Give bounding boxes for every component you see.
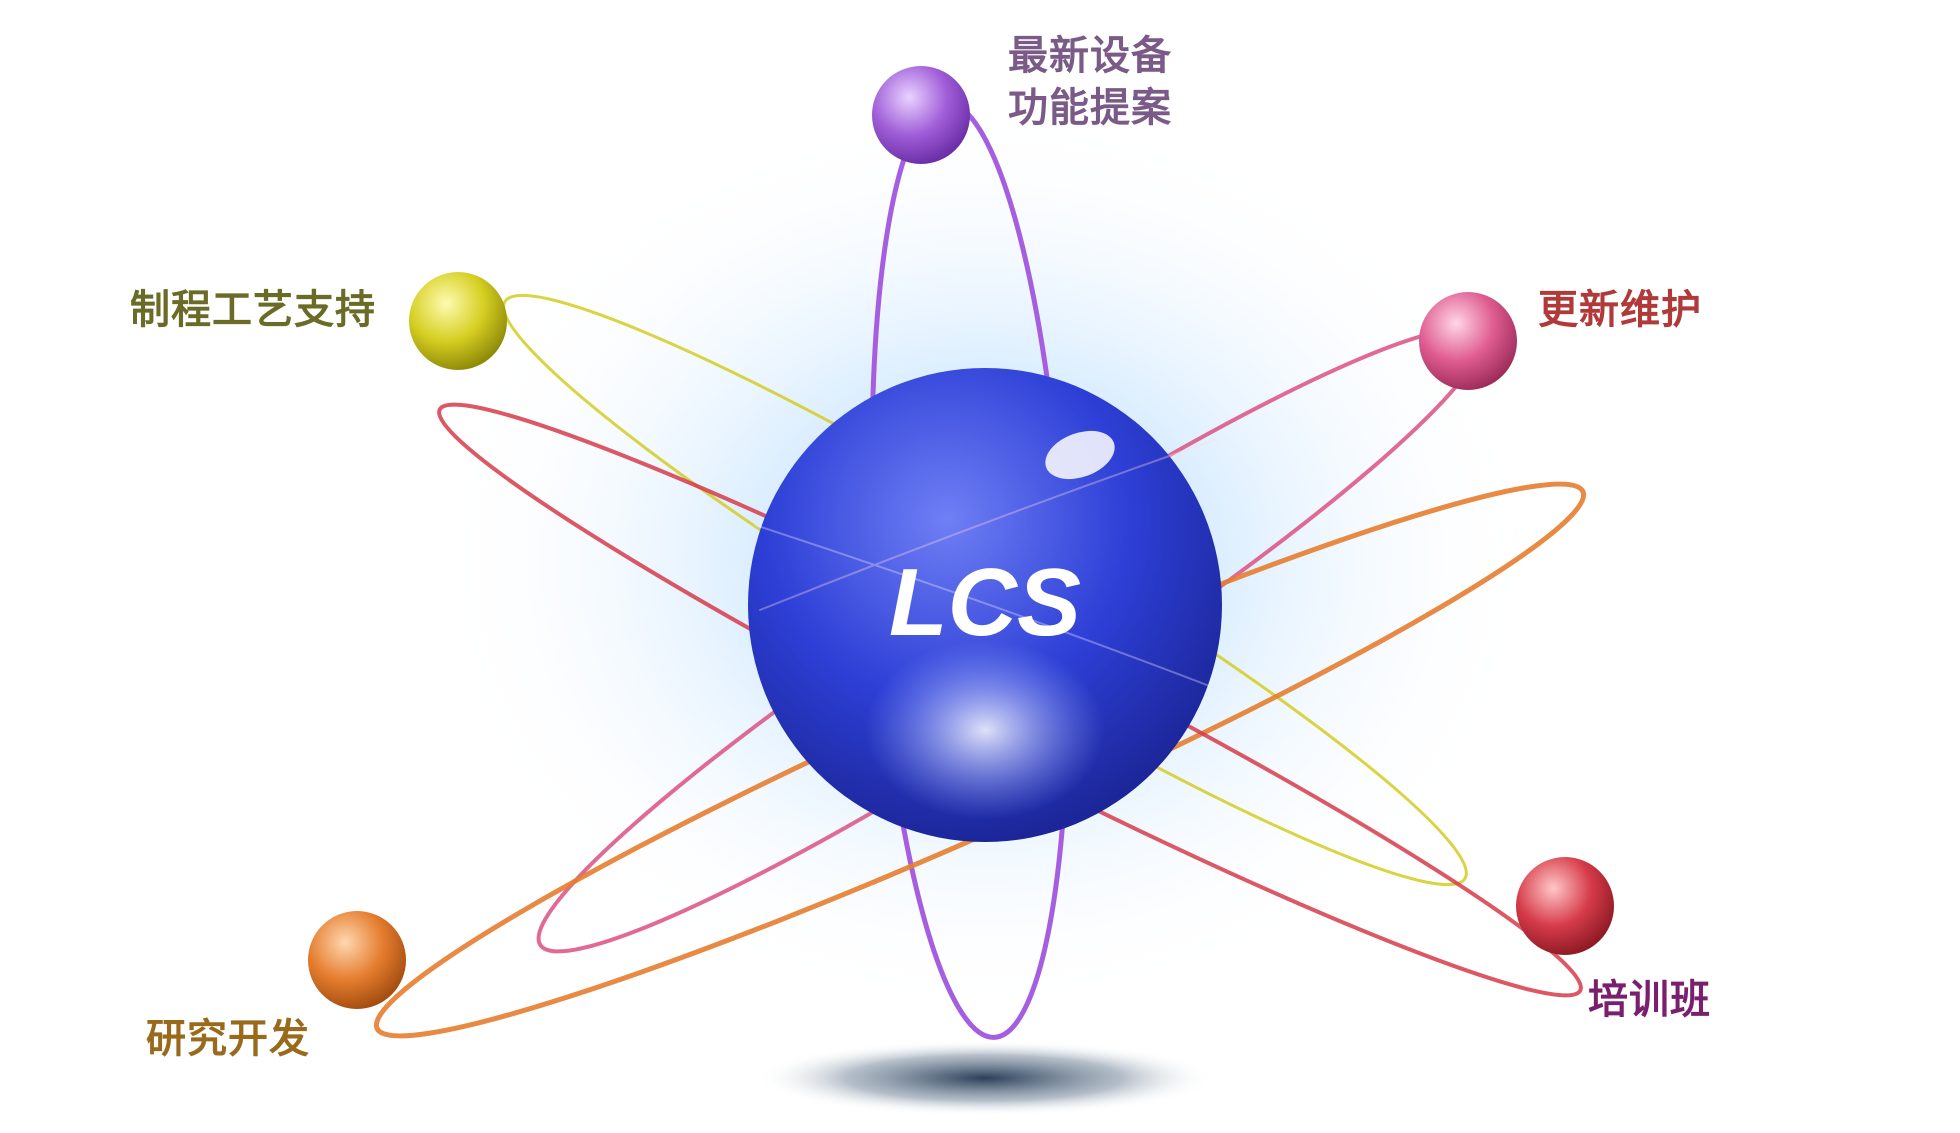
core-inner-glow — [865, 640, 1105, 820]
node-label-upper-right: 更新维护 — [1538, 284, 1702, 336]
node-label-top: 最新设备 功能提案 — [1008, 30, 1172, 134]
node-label-upper-left-line-1: 制程工艺支持 — [130, 287, 376, 333]
orbits-front — [754, 439, 1221, 691]
node-label-top-line-2: 功能提案 — [1008, 85, 1172, 131]
node-label-lower-left-line-1: 研究开发 — [146, 1016, 310, 1062]
node-label-lower-left: 研究开发 — [146, 1013, 310, 1065]
center-label: LCS — [889, 549, 1081, 656]
node-label-upper-right-line-1: 更新维护 — [1538, 287, 1702, 333]
node-label-upper-left: 制程工艺支持 — [130, 284, 376, 336]
node-label-lower-right: 培训班 — [1588, 974, 1711, 1026]
node-label-lower-right-line-1: 培训班 — [1588, 977, 1711, 1023]
core-highlight — [1045, 430, 1115, 480]
orbit-front-line-b — [759, 439, 1216, 611]
ground-shadow — [755, 1040, 1215, 1116]
node-sphere-upper-left — [409, 272, 507, 370]
node-sphere-lower-left — [308, 911, 406, 1009]
node-sphere-lower-right — [1516, 857, 1614, 955]
node-sphere-top — [872, 66, 970, 164]
node-sphere-upper-right — [1419, 292, 1517, 390]
orbit-front-line-a — [754, 524, 1221, 691]
node-label-top-line-1: 最新设备 — [1008, 33, 1172, 79]
